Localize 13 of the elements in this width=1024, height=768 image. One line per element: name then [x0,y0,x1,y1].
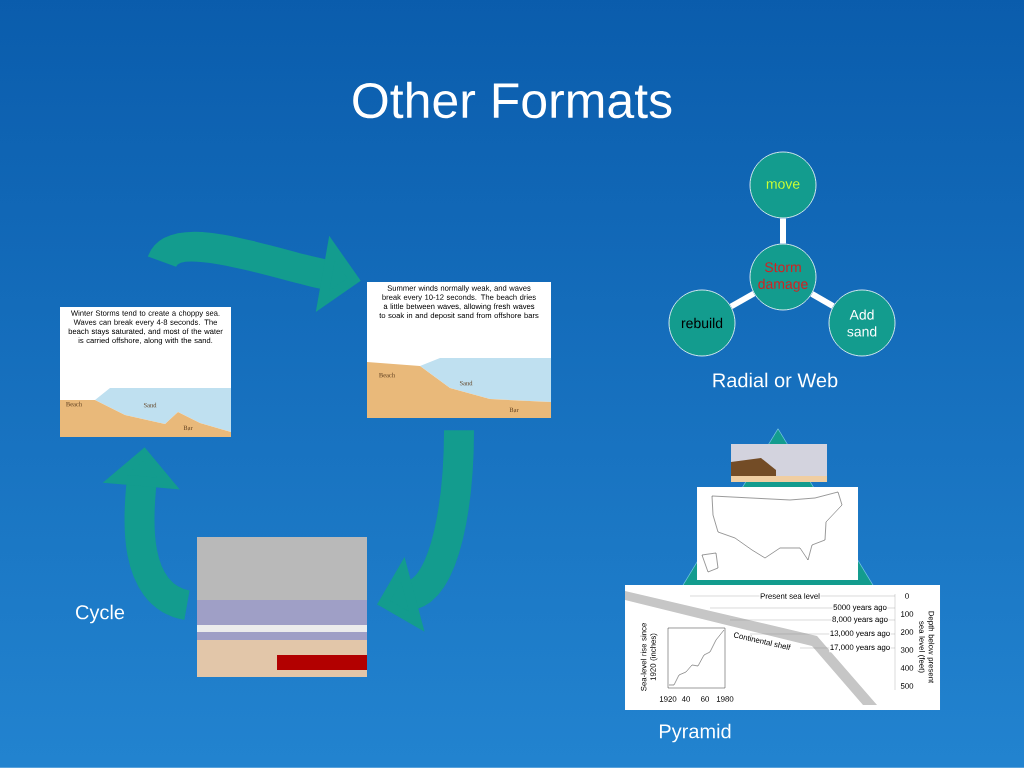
coast-photo [731,444,827,482]
circle-node: Add sand [828,289,896,357]
section-label: Radial or Web [713,372,838,388]
title: Other Formats [353,81,672,119]
map-drawing [697,487,858,580]
section-label: Cycle [76,604,125,624]
connector-line [729,290,756,310]
beach-photo [197,537,367,677]
circle-node: rebuild [668,289,736,357]
connector-line [780,218,786,244]
connector-line [810,291,835,309]
circle-node: move [749,151,817,219]
circle-node: Storm damage [749,243,817,311]
